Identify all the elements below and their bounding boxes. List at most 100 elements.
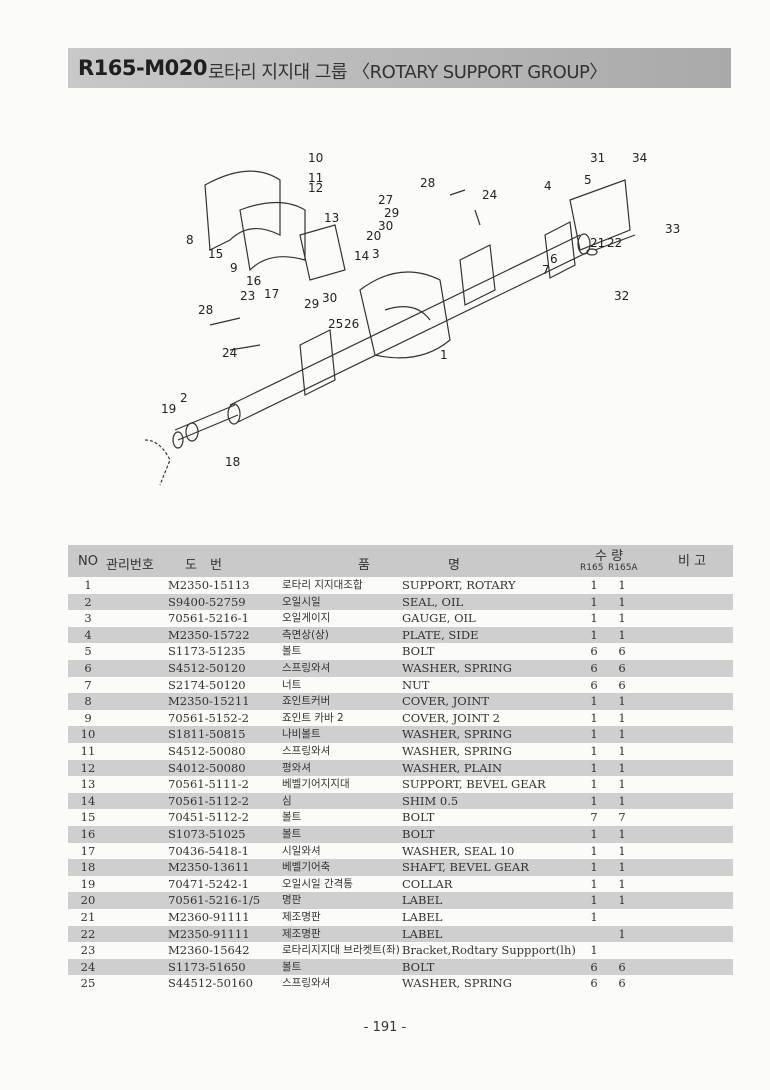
row-no: 5 <box>84 644 92 659</box>
part-name-en: SUPPORT, BEVEL GEAR <box>402 777 546 792</box>
part-name-en: BOLT <box>402 959 435 974</box>
row-no: 1 <box>84 578 92 592</box>
row-no: 22 <box>80 926 96 941</box>
part-name-kr: 심 <box>282 794 292 807</box>
qty-r165a: 6 <box>618 677 626 692</box>
row-no: 16 <box>80 827 96 841</box>
row-no: 12 <box>80 760 96 775</box>
qty-r165a: 1 <box>618 893 626 908</box>
group-title: 로타리 지지대 그룹 〈ROTARY SUPPORT GROUP〉 <box>208 62 607 83</box>
qty-r165: 1 <box>590 611 598 626</box>
part-name-en: Bracket,Rodtary Suppport(lh) <box>402 943 576 958</box>
part-name-kr: 로타리지지대 브라켓트(좌) <box>282 944 400 957</box>
row-no: 17 <box>80 843 96 858</box>
exploded-parts-diagram: 10 11 12 13 8 15 9 28 27 29 24 30 20 3 1… <box>144 151 680 486</box>
row-no: 9 <box>84 710 92 725</box>
qty-r165: 1 <box>590 843 598 858</box>
part-name-en: SHAFT, BEVEL GEAR <box>402 860 529 875</box>
header-name-kr: 품 <box>358 558 370 573</box>
part-number: 70561-5152-2 <box>168 710 249 725</box>
part-number: 70471-5242-1 <box>168 876 249 891</box>
callout-label: 33 <box>665 222 680 236</box>
part-name-en: COLLAR <box>402 876 453 891</box>
callout-label: 22 <box>607 236 622 250</box>
part-name-en: WASHER, SPRING <box>402 661 512 675</box>
part-name-kr: 베벨기어축 <box>282 861 331 874</box>
row-no: 2 <box>84 594 92 609</box>
part-name-kr: 볼트 <box>282 960 302 973</box>
callout-label: 20 <box>366 229 381 243</box>
row-no: 7 <box>84 677 92 692</box>
part-name-kr: 명판 <box>282 894 302 907</box>
row-no: 14 <box>80 793 96 808</box>
qty-r165a: 1 <box>618 926 626 941</box>
part-name-kr: 나비볼트 <box>282 728 321 741</box>
row-no: 15 <box>80 810 96 825</box>
part-name-kr: 볼트 <box>282 828 302 840</box>
qty-r165a: 1 <box>618 627 626 642</box>
part-number: M2350-15113 <box>168 578 250 592</box>
part-number: 70436-5418-1 <box>168 843 249 858</box>
part-name-kr: 로타리 지지대조합 <box>282 579 363 591</box>
row-no: 24 <box>80 959 96 974</box>
part-name-kr: 제조명판 <box>282 911 321 923</box>
callout-label: 32 <box>614 289 629 303</box>
part-number: S44512-50160 <box>168 976 253 991</box>
part-number: S4512-50080 <box>168 744 246 758</box>
qty-r165: 1 <box>590 876 598 891</box>
part-number: S4512-50120 <box>168 661 246 675</box>
row-no: 19 <box>80 876 96 891</box>
qty-r165a: 6 <box>618 976 626 991</box>
header-remark: 비 고 <box>678 554 707 569</box>
callout-label: 34 <box>632 151 647 165</box>
part-number: S2174-50120 <box>168 677 246 692</box>
part-name-en: WASHER, SPRING <box>402 727 512 742</box>
row-no: 8 <box>84 694 92 709</box>
callout-label: 3 <box>372 247 380 261</box>
part-name-kr: 시일와셔 <box>282 844 321 857</box>
qty-r165: 6 <box>590 677 598 692</box>
row-no: 23 <box>80 943 96 958</box>
part-name-en: WASHER, SPRING <box>402 976 512 991</box>
part-name-kr: 너트 <box>282 678 302 691</box>
part-number: 70561-5111-2 <box>168 777 249 792</box>
callout-label: 6 <box>550 252 558 266</box>
part-name-kr: 평와셔 <box>282 761 311 774</box>
part-name-kr: 베벨기어지지대 <box>282 778 350 791</box>
qty-r165: 1 <box>590 727 598 742</box>
side-plate <box>569 179 631 251</box>
qty-r165: 1 <box>590 893 598 908</box>
qty-r165a: 1 <box>618 744 626 758</box>
parts-table-header: NO 관리번호 도 번 품 명 수 량 R165 R165A 비 고 <box>68 545 733 577</box>
part-name-en: COVER, JOINT 2 <box>402 710 500 725</box>
qty-r165a: 1 <box>618 793 626 808</box>
header-no: NO <box>78 554 98 569</box>
callout-label: 12 <box>308 181 323 195</box>
header-name-en: 명 <box>448 558 460 573</box>
part-name-en: WASHER, SPRING <box>402 744 512 758</box>
row-no: 25 <box>80 976 96 991</box>
header-part-no: 도 번 <box>185 558 222 573</box>
part-number: S1811-50815 <box>168 727 246 742</box>
qty-r165: 1 <box>590 578 598 592</box>
qty-r165a: 1 <box>618 843 626 858</box>
qty-r165a: 6 <box>618 959 626 974</box>
qty-r165: 6 <box>590 644 598 659</box>
qty-r165a: 1 <box>618 727 626 742</box>
part-name-kr: 오일시일 간격통 <box>282 877 353 890</box>
part-number: 70561-5112-2 <box>168 793 249 808</box>
qty-r165a: 6 <box>618 661 626 675</box>
callout-label: 14 <box>354 249 369 263</box>
callout-label: 2 <box>180 391 188 405</box>
part-number: S1173-51235 <box>168 644 246 659</box>
callout-label: 26 <box>344 317 359 331</box>
